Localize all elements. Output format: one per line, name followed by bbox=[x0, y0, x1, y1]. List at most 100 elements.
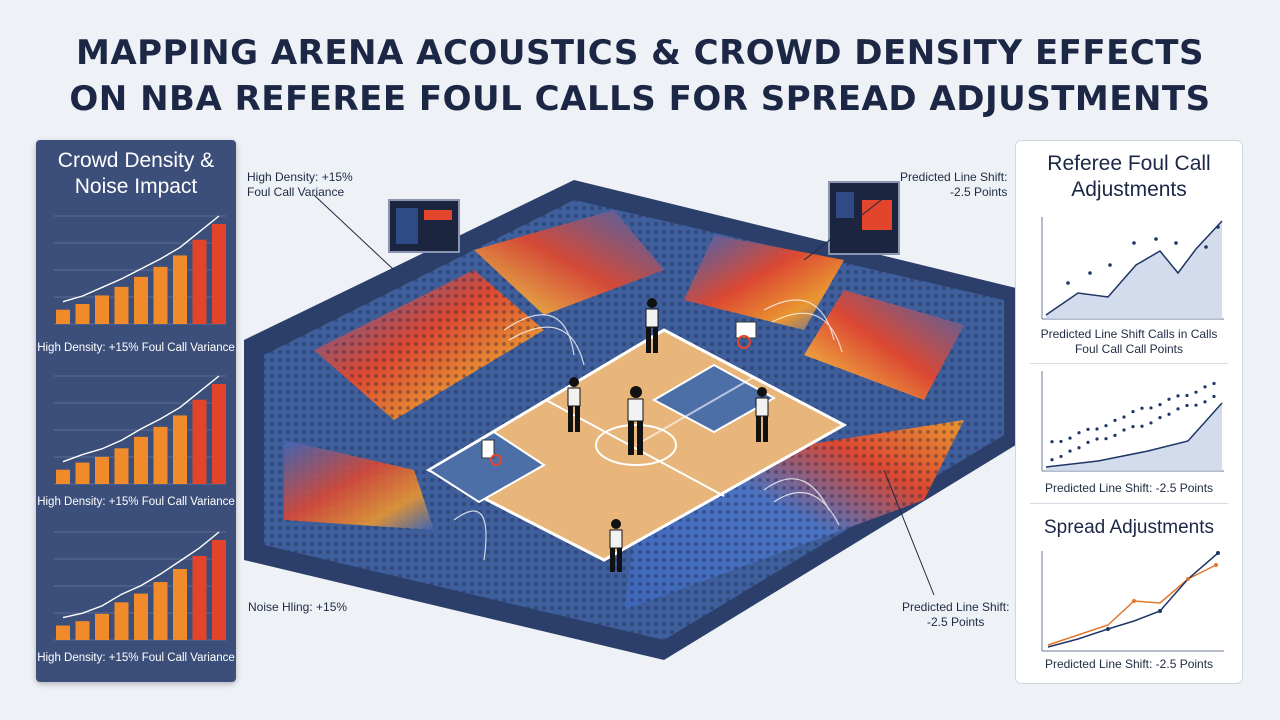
chart2-caption: Predicted Line Shift: -2.5 Points bbox=[1044, 481, 1214, 495]
crowd-density-panel: Crowd Density & Noise Impact High Densit… bbox=[36, 140, 236, 682]
density-bar-chart-3 bbox=[54, 531, 226, 641]
density-bar bbox=[75, 621, 90, 640]
density-bar bbox=[192, 239, 207, 324]
density-bar bbox=[56, 625, 70, 640]
callout-noise: Noise Hling: +15% bbox=[248, 600, 348, 614]
density-bar bbox=[192, 399, 207, 484]
scatter-dot bbox=[1176, 394, 1180, 398]
density-bar bbox=[153, 582, 168, 640]
scatter-dot bbox=[1086, 427, 1090, 431]
line-shift-scatter-chart bbox=[1041, 371, 1224, 472]
density-bar bbox=[95, 456, 109, 484]
density-caption-1: High Density: +15% Foul Call Variance bbox=[37, 342, 235, 354]
density-bar bbox=[114, 602, 129, 640]
heading-line-2: Noise Impact bbox=[74, 175, 198, 198]
density-bar bbox=[173, 255, 187, 324]
density-bar bbox=[114, 286, 129, 324]
spread-adjustments-chart bbox=[1041, 551, 1224, 652]
density-bar bbox=[192, 555, 207, 640]
panel-divider-2 bbox=[1030, 503, 1228, 504]
scatter-dot bbox=[1167, 412, 1171, 416]
scatter-dot bbox=[1194, 390, 1198, 394]
callout-line-shift-bottom-line1: Predicted Line Shift: bbox=[902, 600, 1010, 614]
trend-arrow-line bbox=[62, 531, 220, 619]
referee-4 bbox=[755, 387, 769, 442]
density-bar-chart-2 bbox=[54, 375, 226, 485]
density-bar bbox=[75, 462, 90, 484]
scatter-dot bbox=[1194, 403, 1198, 407]
scatter-dot bbox=[1059, 439, 1063, 444]
density-bar bbox=[134, 276, 148, 324]
density-bar-chart-1 bbox=[54, 215, 226, 325]
heading-line-1: Crowd Density & bbox=[57, 149, 215, 172]
scatter-dot bbox=[1212, 394, 1216, 399]
hoop-left bbox=[481, 439, 502, 466]
callout-line-shift-bottom: Predicted Line Shift: -2.5 Points bbox=[902, 600, 1009, 630]
basketball-court bbox=[425, 328, 848, 562]
density-bar bbox=[212, 384, 226, 484]
referee-heading-line1: Referee Foul Call bbox=[1047, 152, 1211, 175]
density-bar bbox=[173, 415, 187, 484]
scatter-dot bbox=[1059, 454, 1063, 459]
scatter-dot bbox=[1185, 403, 1189, 408]
density-bar bbox=[75, 304, 90, 324]
chart1-caption: Predicted Line Shift Calls in Calls Foul… bbox=[1016, 327, 1242, 357]
density-bar bbox=[56, 309, 70, 324]
referee-heading-line2: Adjustments bbox=[1071, 178, 1187, 201]
hoop-right bbox=[735, 321, 757, 349]
scatter-dot bbox=[1149, 421, 1153, 425]
callout-line-shift-top-line2: -2.5 Points bbox=[950, 185, 1008, 199]
page-title: MAPPING ARENA ACOUSTICS & CROWD DENSITY … bbox=[0, 30, 1280, 122]
scatter-dot bbox=[1104, 437, 1108, 441]
panel-divider-1 bbox=[1030, 363, 1228, 364]
scatter-dot bbox=[1212, 381, 1216, 386]
crowd-density-heading: Crowd Density & Noise Impact bbox=[36, 148, 236, 200]
callout-leaders bbox=[313, 189, 935, 596]
density-bar bbox=[212, 224, 226, 324]
scatter-dot bbox=[1158, 402, 1162, 407]
density-caption-3: High Density: +15% Foul Call Variance bbox=[37, 652, 235, 664]
scatter-dot bbox=[1158, 415, 1162, 420]
trend-arrow-line bbox=[62, 375, 220, 463]
density-bar bbox=[95, 295, 109, 324]
scatter-dot bbox=[1050, 458, 1054, 462]
chart1-caption-line2: Foul Call Call Points bbox=[1074, 342, 1184, 356]
scatter-dot bbox=[1140, 424, 1144, 428]
density-bar bbox=[173, 568, 187, 640]
scatter-dot bbox=[1185, 393, 1189, 398]
scatter-dot bbox=[1131, 425, 1135, 429]
callout-high-density-line1: High Density: +15% bbox=[247, 170, 353, 184]
acoustic-wave-lines bbox=[453, 299, 843, 561]
arena-illustration bbox=[244, 180, 1024, 660]
trend-arrow-line bbox=[62, 215, 220, 303]
scatter-dot bbox=[1203, 385, 1207, 389]
density-bar bbox=[56, 469, 70, 484]
scatter-dot bbox=[1068, 436, 1072, 440]
density-bar bbox=[212, 540, 226, 640]
scatter-dot bbox=[1050, 440, 1054, 444]
scatter-dot bbox=[1077, 446, 1081, 450]
scatter-dot bbox=[1176, 407, 1180, 411]
scatter-dot bbox=[1122, 415, 1126, 419]
scoreboard-right bbox=[828, 181, 900, 255]
callout-high-density-line2: Foul Call Variance bbox=[247, 185, 345, 199]
title-line-2: ON NBA REFEREE FOUL CALLS FOR SPREAD ADJ… bbox=[69, 79, 1211, 119]
referee-foul-call-heading: Referee Foul Call Adjustments bbox=[1016, 151, 1242, 203]
referee-5 bbox=[609, 519, 623, 572]
callout-line-shift-top: Predicted Line Shift: -2.5 Points bbox=[900, 170, 1007, 200]
referee-1 bbox=[645, 298, 659, 353]
referee-adjustments-panel: Referee Foul Call Adjustments Predicted … bbox=[1015, 140, 1243, 684]
callout-line-shift-bottom-line2: -2.5 Points bbox=[927, 615, 985, 629]
callout-high-density: High Density: +15% Foul Call Variance bbox=[247, 170, 353, 200]
callout-line-shift-top-line1: Predicted Line Shift: bbox=[900, 170, 1008, 184]
scatter-dot bbox=[1131, 410, 1135, 414]
scatter-dot bbox=[1122, 428, 1126, 432]
scatter-dot bbox=[1113, 433, 1117, 437]
chart3-caption: Predicted Line Shift: -2.5 Points bbox=[1044, 657, 1214, 671]
spread-adjustments-heading: Spread Adjustments bbox=[1043, 517, 1215, 538]
density-bar bbox=[153, 266, 168, 324]
referee-3 bbox=[627, 386, 644, 455]
density-bar bbox=[134, 593, 148, 640]
scatter-dot bbox=[1149, 406, 1153, 410]
density-bar bbox=[114, 448, 129, 484]
